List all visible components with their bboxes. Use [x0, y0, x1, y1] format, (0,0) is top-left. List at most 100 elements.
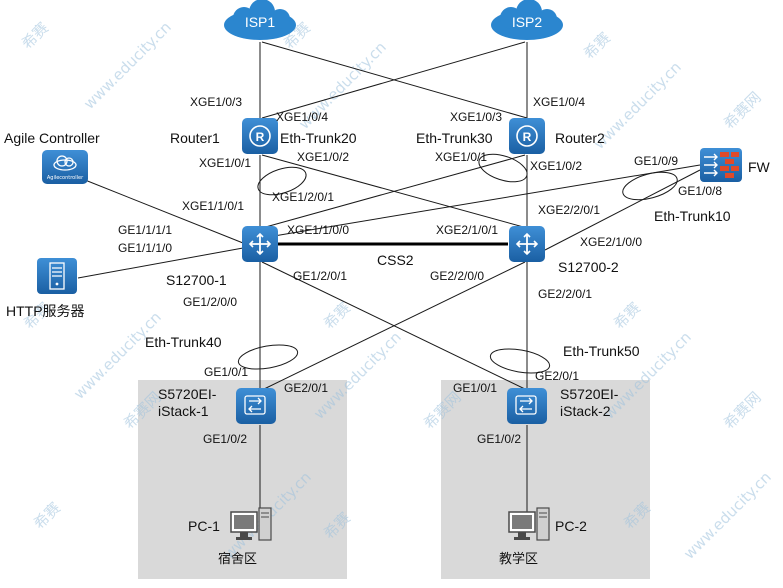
trunk10-label: Eth-Trunk10	[654, 208, 731, 224]
cloud-icon	[491, 0, 563, 40]
svg-text:R: R	[256, 130, 265, 144]
stack1-switch	[236, 388, 276, 424]
watermark-domain: www.educity.cn	[80, 18, 175, 113]
port-label: XGE1/0/4	[533, 95, 585, 109]
trunk50-ellipse	[489, 348, 551, 374]
trunk40-ellipse	[237, 344, 299, 370]
css2-label: CSS2	[377, 252, 414, 268]
stack1-label-line2: iStack-1	[158, 403, 209, 419]
isp2-cloud: ISP2	[491, 0, 563, 40]
port-label: XGE1/0/4	[276, 110, 328, 124]
port-label: XGE1/0/1	[199, 156, 251, 170]
port-label: XGE1/0/1	[435, 150, 487, 164]
fw-device	[700, 148, 742, 182]
stack-switch-icon	[236, 388, 276, 424]
isp1-cloud: ISP1	[224, 0, 296, 40]
s12700-1-switch	[242, 226, 278, 262]
link-s12700-1-fw	[261, 164, 701, 239]
port-label: XGE1/1/0/1	[182, 199, 244, 213]
port-label: XGE1/1/0/0	[287, 223, 349, 237]
router-icon-ring	[249, 125, 271, 147]
watermark-brand: 希赛	[30, 499, 64, 533]
pc1-device	[230, 507, 272, 541]
port-label: GE2/2/0/0	[430, 269, 484, 283]
port-label: XGE2/2/0/1	[538, 203, 600, 217]
trunk20-label: Eth-Trunk20	[280, 130, 357, 146]
port-label: GE2/0/1	[535, 369, 579, 383]
pc1-label: PC-1	[188, 518, 220, 534]
router-icon	[509, 118, 545, 154]
router-icon	[242, 118, 278, 154]
port-label: GE1/2/0/0	[183, 295, 237, 309]
link-s12700-2-stack1	[261, 261, 526, 391]
stack2-label-line2: iStack-2	[560, 403, 611, 419]
link-http-s12700-1	[77, 247, 244, 279]
trunk20-ellipse	[257, 166, 307, 196]
dorm-area-label: 宿舍区	[218, 551, 257, 567]
port-label: XGE2/1/0/1	[436, 223, 498, 237]
firewall-bricks	[720, 152, 739, 178]
port-label: XGE1/0/3	[450, 110, 502, 124]
port-label: XGE2/1/0/0	[580, 235, 642, 249]
port-label: GE1/2/0/1	[293, 269, 347, 283]
stack-switch-icon	[507, 388, 547, 424]
router1-label: Router1	[170, 130, 220, 146]
port-label: GE1/0/2	[203, 432, 247, 446]
svg-text:R: R	[523, 130, 532, 144]
s12700-2-label: S12700-2	[558, 259, 619, 275]
router2-label: Router2	[555, 130, 605, 146]
port-label: GE1/1/1/0	[118, 241, 172, 255]
port-label: XGE1/2/0/1	[272, 190, 334, 204]
port-label: GE1/0/1	[453, 381, 497, 395]
isp2-label: ISP2	[512, 14, 543, 30]
port-label: GE1/0/1	[204, 365, 248, 379]
port-label: XGE1/0/2	[297, 150, 349, 164]
teach-area-label: 教学区	[499, 551, 538, 567]
link-s12700-2-fw	[544, 169, 701, 251]
router2: R	[509, 118, 545, 154]
router1: R	[242, 118, 278, 154]
port-label: GE1/0/9	[634, 154, 678, 168]
port-label: XGE1/0/2	[530, 159, 582, 173]
isp1-label: ISP1	[245, 14, 276, 30]
http-server-label: HTTP服务器	[6, 303, 85, 319]
router-icon-ring	[516, 125, 538, 147]
watermark-domain: www.educity.cn	[680, 468, 775, 563]
trunk10-ellipse	[622, 171, 678, 201]
tower-icon	[258, 507, 272, 541]
link-layer	[77, 41, 701, 512]
stack2-switch	[507, 388, 547, 424]
watermark-brand: 希赛	[18, 19, 52, 53]
link-isp2-router1	[261, 41, 526, 119]
watermark-brand-net: 希赛网	[720, 388, 765, 433]
port-label: GE2/0/1	[284, 381, 328, 395]
cloud-icon	[224, 0, 296, 40]
port-label: GE1/1/1/1	[118, 223, 172, 237]
tower-icon	[536, 507, 550, 541]
cloud-glyph-icon	[53, 155, 77, 171]
trunk30-label: Eth-Trunk30	[416, 130, 493, 146]
link-agile-s12700-1	[79, 177, 244, 244]
trunk50-label: Eth-Trunk50	[563, 343, 640, 359]
controller-icon-text: Agilecontroller	[47, 175, 84, 181]
watermark-brand-net: 希赛网	[720, 88, 765, 133]
port-label: GE1/0/2	[477, 432, 521, 446]
trunk40-label: Eth-Trunk40	[145, 334, 222, 350]
http-server-device	[37, 258, 77, 294]
pc2-label: PC-2	[555, 518, 587, 534]
agile-controller-device: Agilecontroller	[42, 150, 88, 184]
port-label: XGE1/0/3	[190, 95, 242, 109]
fw-label: FW	[748, 159, 771, 175]
trunk30-ellipse	[478, 153, 528, 183]
watermark-layer: 希赛 www.educity.cn 希赛 www.educity.cn 希赛 w…	[18, 18, 775, 563]
stack2-label-line1: S5720EI-	[560, 386, 619, 402]
port-label: GE2/2/0/1	[538, 287, 592, 301]
agile-controller-label: Agile Controller	[4, 130, 100, 146]
stack1-label-line1: S5720EI-	[158, 386, 217, 402]
s12700-2-switch	[509, 226, 545, 262]
controller-icon	[42, 150, 88, 184]
pc2-device	[508, 507, 550, 541]
port-label: GE1/0/8	[678, 184, 722, 198]
